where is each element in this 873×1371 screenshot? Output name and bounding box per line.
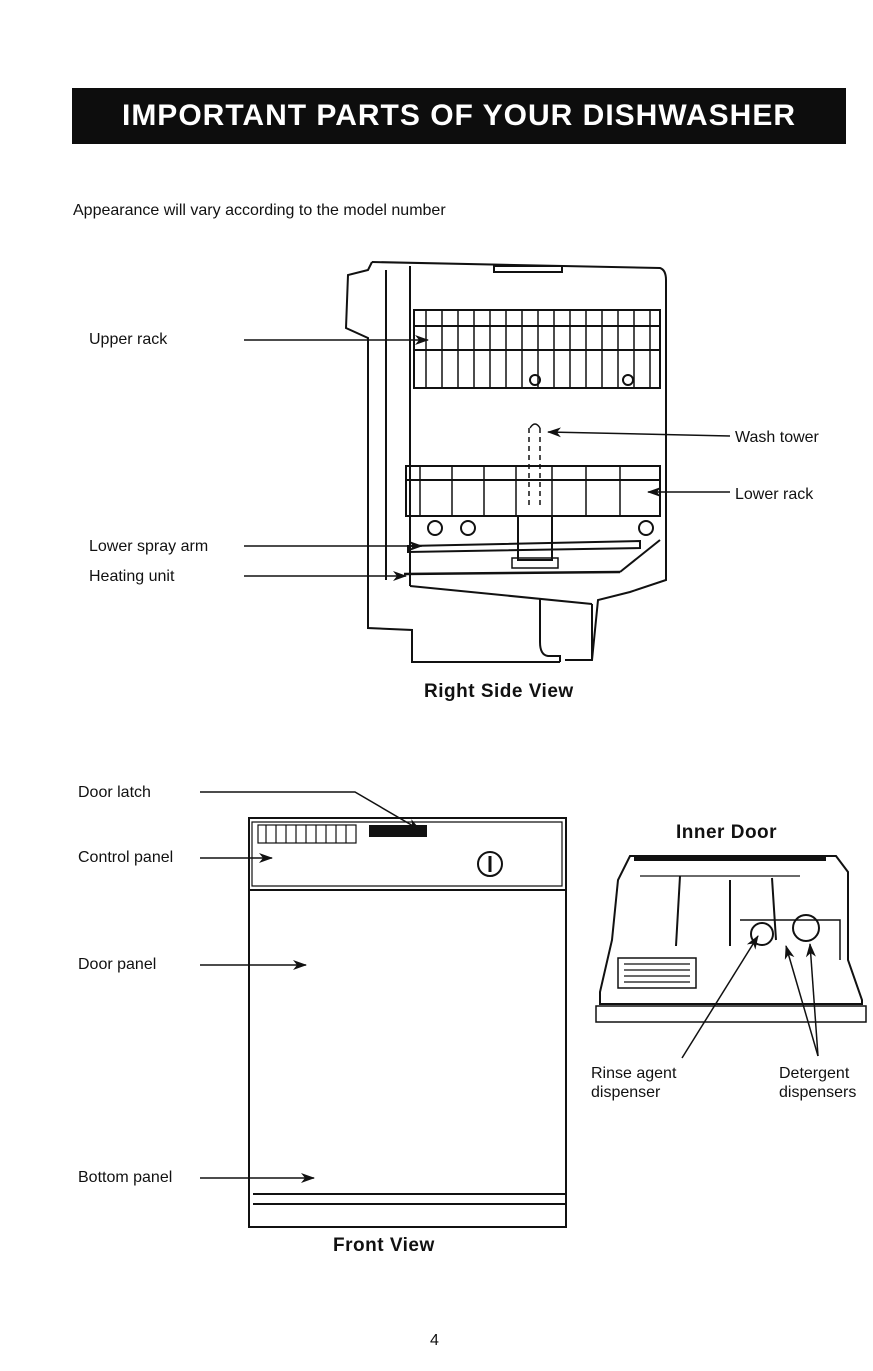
inner-door-leaders xyxy=(682,936,818,1058)
front-view-leaders xyxy=(200,792,420,1178)
side-view-leaders xyxy=(244,340,730,576)
side-view-illustration xyxy=(346,262,666,662)
inner-door-illustration xyxy=(596,856,866,1022)
front-view-illustration xyxy=(249,818,566,1227)
